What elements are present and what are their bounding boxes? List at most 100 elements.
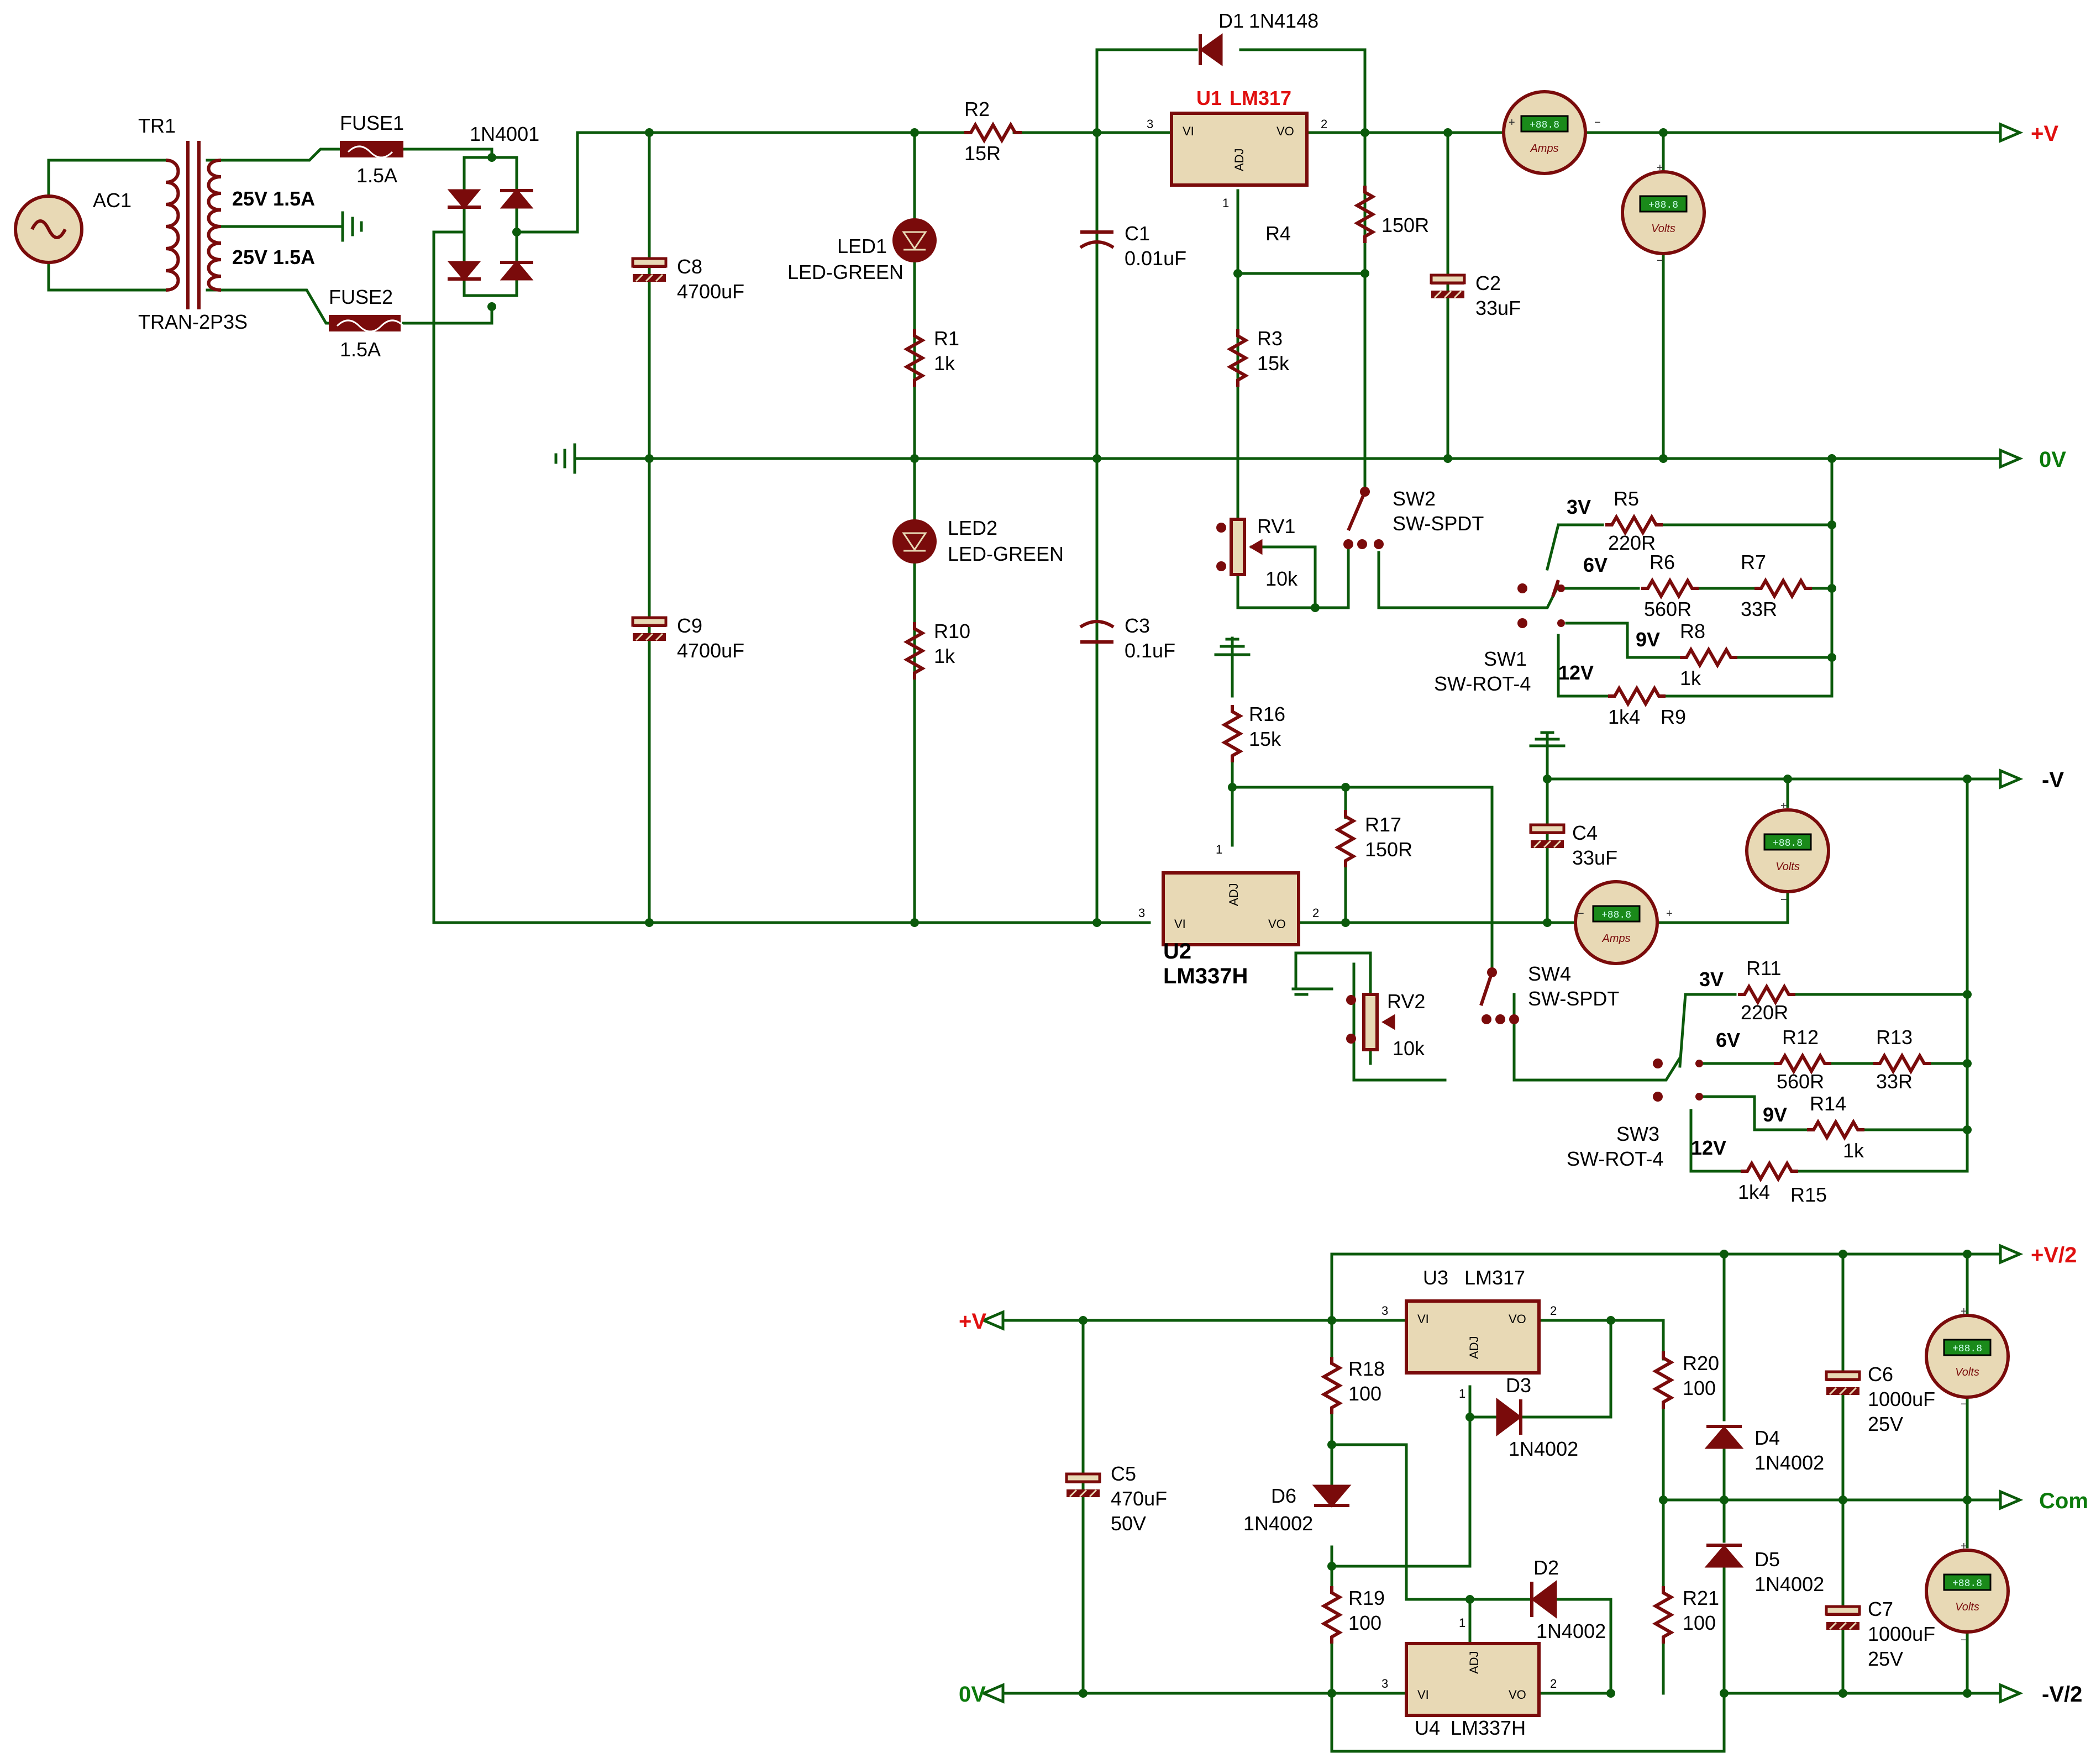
- u4-adj: ADJ: [1467, 1651, 1481, 1674]
- sw3-v9: 9V: [1763, 1103, 1787, 1126]
- sw3-type: SW-ROT-4: [1567, 1147, 1663, 1170]
- c6-ref: C6: [1868, 1363, 1893, 1386]
- u3-p3: 3: [1381, 1304, 1388, 1318]
- r9-val: 1k4: [1608, 705, 1640, 728]
- voltmeter-bottom: Volts +−: [1747, 800, 1829, 906]
- u2-adj: ADJ: [1227, 883, 1241, 906]
- ground-r16: [1214, 636, 1251, 656]
- bridge-part: 1N4001: [470, 123, 539, 145]
- terminal-zero: 0V: [1999, 447, 2066, 472]
- rv2-ref: RV2: [1387, 990, 1425, 1013]
- u3-ref: U3: [1423, 1266, 1448, 1289]
- sw4-type: SW-SPDT: [1528, 987, 1619, 1010]
- tr1-sec1: 25V 1.5A: [232, 187, 315, 210]
- r5-val: 220R: [1608, 531, 1656, 554]
- split-output-com: Com: [1999, 1489, 2088, 1513]
- d4-ref: D4: [1754, 1426, 1780, 1449]
- r17-ref: R17: [1365, 813, 1401, 836]
- r16-val: 15k: [1249, 728, 1281, 750]
- ammeter-bottom: Amps −+: [1575, 882, 1673, 963]
- u2-p2: 2: [1312, 906, 1319, 920]
- resistor-r2: R2 15R: [964, 98, 1022, 165]
- fuse2-ref: FUSE2: [329, 286, 393, 308]
- u2-p1: 1: [1216, 842, 1222, 856]
- capacitor-c6: C6 1000uF 25V: [1826, 1363, 1935, 1435]
- diode-d1: D1 1N4148: [1199, 9, 1318, 66]
- rv1-val: 10k: [1265, 567, 1298, 590]
- r15-ref: R15: [1790, 1183, 1827, 1206]
- resistor-r18: R18 100: [1324, 1357, 1385, 1414]
- u4-p2: 2: [1550, 1677, 1557, 1691]
- r15-val: 1k4: [1738, 1181, 1770, 1203]
- potentiometer-rv1: RV1 10k: [1216, 515, 1298, 590]
- d3-part: 1N4002: [1509, 1437, 1578, 1460]
- resistor-r10: R10 1k: [907, 620, 970, 680]
- resistor-r16: R16 15k: [1225, 703, 1285, 762]
- svg-text:−: −: [1780, 894, 1787, 906]
- sw4-ref: SW4: [1528, 962, 1571, 985]
- voltmeter-split-bottom-label: Volts: [1955, 1601, 1979, 1613]
- u2-ref: U2: [1163, 939, 1191, 963]
- ammeter-bottom-label: Amps: [1601, 933, 1630, 945]
- switch-sw3: SW3 SW-ROT-4: [1567, 1059, 1703, 1170]
- u3-adj: ADJ: [1467, 1336, 1481, 1359]
- u2-vo: VO: [1268, 917, 1286, 931]
- u4-part: LM337H: [1451, 1716, 1526, 1739]
- d3-ref: D3: [1506, 1374, 1531, 1397]
- d1-ref: D1: [1218, 9, 1244, 32]
- c3-ref: C3: [1125, 614, 1150, 637]
- junctions-top: [487, 128, 1972, 1134]
- r18-val: 100: [1348, 1382, 1381, 1405]
- resistor-r3: R3 15k: [1230, 327, 1290, 387]
- r12-val: 560R: [1777, 1070, 1824, 1093]
- svg-text:−: −: [1657, 255, 1663, 267]
- r21-val: 100: [1683, 1612, 1716, 1634]
- switch-sw2: SW2 SW-SPDT: [1343, 487, 1484, 549]
- split-output-neg: -V/2: [1999, 1682, 2082, 1707]
- r10-ref: R10: [934, 620, 970, 643]
- u3-vi: VI: [1417, 1312, 1429, 1326]
- resistor-r1: R1 1k: [907, 327, 959, 387]
- resistor-r17: R17 150R: [1338, 810, 1412, 867]
- c3-val: 0.1uF: [1125, 639, 1175, 662]
- c5-val: 470uF: [1111, 1487, 1167, 1510]
- r5-ref: R5: [1614, 487, 1639, 510]
- r19-ref: R19: [1348, 1587, 1385, 1609]
- c2-val: 33uF: [1475, 297, 1521, 319]
- c5-ref: C5: [1111, 1462, 1136, 1485]
- sw1-ladder: 3V 6V 9V 12V R5 220R R6 560R R7 33R R8 1…: [1558, 487, 1812, 728]
- c8-ref: C8: [677, 255, 702, 278]
- r1-val: 1k: [934, 352, 955, 375]
- led1-ref: LED1: [837, 235, 887, 257]
- sw1-v3: 3V: [1567, 496, 1591, 518]
- split-input-zero: 0V: [959, 1682, 1005, 1707]
- r2-ref: R2: [964, 98, 990, 120]
- terminal-zero-label: 0V: [2039, 447, 2066, 472]
- u1-p2: 2: [1321, 117, 1327, 131]
- sw3-v12: 12V: [1691, 1136, 1726, 1159]
- svg-text:+: +: [1961, 1305, 1967, 1318]
- fuse1-val: 1.5A: [356, 164, 397, 187]
- r7-ref: R7: [1741, 551, 1766, 573]
- fuse1-ref: FUSE1: [340, 112, 404, 134]
- voltmeter-split-top-label: Volts: [1955, 1366, 1979, 1378]
- fuse2-val: 1.5A: [340, 338, 381, 361]
- r3-ref: R3: [1257, 327, 1283, 350]
- svg-text:−: −: [1961, 1634, 1967, 1646]
- u1-ref: U1: [1196, 87, 1222, 109]
- u1-part: LM317: [1230, 87, 1291, 109]
- fuse-2: FUSE2 1.5A: [329, 286, 405, 361]
- diode-d6: D6 1N4002: [1243, 1484, 1352, 1535]
- ground-0v: [554, 443, 576, 474]
- ac1-label: AC1: [93, 189, 132, 212]
- svg-text:+: +: [1961, 1540, 1967, 1552]
- diode-d3: D3 1N4002: [1496, 1374, 1578, 1460]
- u4-vo: VO: [1509, 1688, 1526, 1702]
- split-out-neg-label: -V/2: [2042, 1682, 2082, 1707]
- r21-ref: R21: [1683, 1587, 1719, 1609]
- ammeter-top-label: Amps: [1530, 143, 1558, 155]
- u1-vi: VI: [1183, 124, 1194, 138]
- u2-p3: 3: [1138, 906, 1145, 920]
- u2-vi: VI: [1174, 917, 1186, 931]
